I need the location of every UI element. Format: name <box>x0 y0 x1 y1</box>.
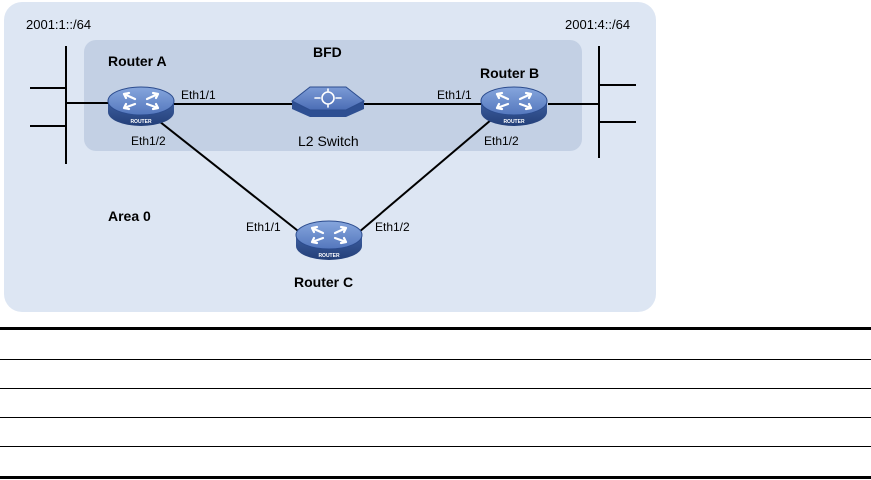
switch-label: L2 Switch <box>298 133 359 149</box>
network-diagram: ROUTER ROUTER ROUTER <box>4 2 656 312</box>
router-c-eth11: Eth1/1 <box>246 220 281 234</box>
table-row-divider <box>0 359 871 360</box>
router-c-name: Router C <box>294 274 353 290</box>
link-a-c <box>149 113 308 239</box>
table-bottom-rule <box>0 476 871 479</box>
switch-icon <box>291 86 365 117</box>
router-a-eth12: Eth1/2 <box>131 134 166 148</box>
bfd-label: BFD <box>313 44 342 60</box>
router-b-name: Router B <box>480 65 539 81</box>
link-b-c <box>351 113 499 239</box>
table-top-rule <box>0 327 871 330</box>
router-c-badge: ROUTER <box>318 253 340 259</box>
lan-right <box>548 46 636 158</box>
router-c-eth12: Eth1/2 <box>375 220 410 234</box>
area-label: Area 0 <box>108 208 151 224</box>
lan-left <box>30 46 110 164</box>
router-c-icon: ROUTER <box>295 220 363 260</box>
router-b-badge: ROUTER <box>503 119 525 125</box>
router-a-badge: ROUTER <box>130 119 152 125</box>
router-a-name: Router A <box>108 53 167 69</box>
router-a-icon: ROUTER <box>107 86 175 126</box>
subnet-left-label: 2001:1::/64 <box>26 17 91 32</box>
table-row-divider <box>0 446 871 447</box>
router-b-eth11: Eth1/1 <box>437 88 472 102</box>
router-a-eth11: Eth1/1 <box>181 88 216 102</box>
subnet-right-label: 2001:4::/64 <box>565 17 630 32</box>
table-row-divider <box>0 417 871 418</box>
table-row-divider <box>0 388 871 389</box>
router-b-eth12: Eth1/2 <box>484 134 519 148</box>
router-b-icon: ROUTER <box>480 86 548 126</box>
